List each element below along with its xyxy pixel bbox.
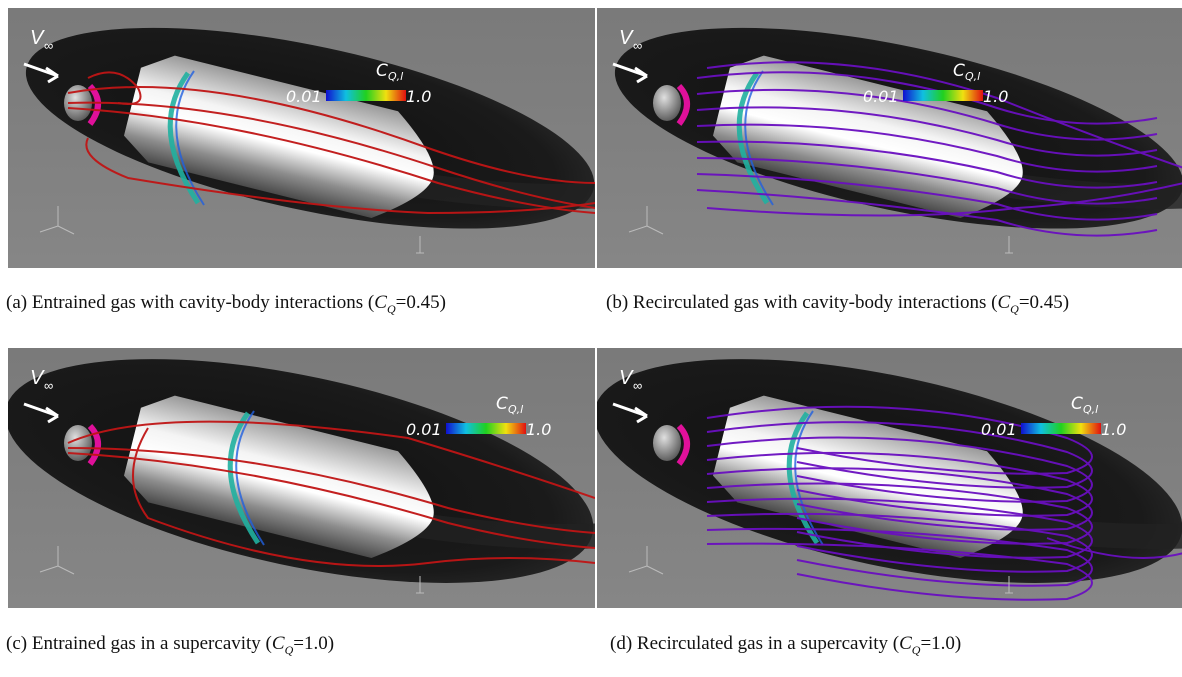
flow-arrow-icon <box>612 62 648 84</box>
velocity-subscript: ∞ <box>633 38 642 53</box>
colorbar <box>446 423 526 434</box>
caption-a: (a) Entrained gas with cavity-body inter… <box>6 292 446 316</box>
streamlines <box>67 420 595 567</box>
flow-arrow-icon <box>23 62 59 84</box>
body-cylinder <box>712 395 1023 558</box>
colorbar <box>903 90 983 101</box>
axes-triad-icon <box>628 546 1013 594</box>
injection-ring <box>676 83 690 126</box>
colorbar-max-label: 1.0 <box>1101 420 1126 439</box>
cavitator <box>64 425 92 461</box>
cavitator <box>653 85 681 121</box>
velocity-subscript: ∞ <box>44 38 53 53</box>
caption-c: (c) Entrained gas in a supercavity (CQ=1… <box>6 633 335 657</box>
velocity-label: V <box>619 367 634 389</box>
injection-ring <box>87 423 101 466</box>
concentration-isosurface <box>736 71 770 205</box>
velocity-subscript: ∞ <box>633 378 642 393</box>
colorbar-subscript: Q,l <box>388 70 403 83</box>
body-cylinder <box>712 55 1023 218</box>
colorbar-title: C <box>953 61 965 81</box>
colorbar-subscript: Q,l <box>508 403 523 416</box>
colorbar <box>1021 423 1101 434</box>
axes-triad-icon <box>628 206 1013 254</box>
colorbar-title: C <box>496 394 508 414</box>
colorbar-min-label: 0.01 <box>863 87 899 106</box>
colorbar-title: C <box>1071 394 1083 414</box>
streamlines <box>706 405 1182 601</box>
colorbar-title: C <box>376 61 388 81</box>
colorbar-max-label: 1.0 <box>983 87 1008 106</box>
velocity-label: V <box>30 27 45 49</box>
velocity-label: V <box>30 367 45 389</box>
concentration-isosurface <box>167 71 201 205</box>
colorbar <box>326 90 406 101</box>
axes-triad-icon <box>39 546 424 594</box>
caption-b: (b) Recirculated gas with cavity-body in… <box>606 292 1070 316</box>
colorbar-subscript: Q,l <box>1083 403 1098 416</box>
concentration-isosurface <box>227 411 261 545</box>
colorbar-min-label: 0.01 <box>981 420 1017 439</box>
colorbar-min-label: 0.01 <box>406 420 442 439</box>
streamlines <box>696 61 1182 237</box>
flow-arrow-icon <box>23 402 59 424</box>
colorbar-subscript: Q,l <box>965 70 980 83</box>
concentration-isosurface <box>786 411 820 545</box>
body-cylinder <box>123 55 434 218</box>
body-cylinder <box>123 395 434 558</box>
colorbar-max-label: 1.0 <box>406 87 431 106</box>
colorbar-min-label: 0.01 <box>286 87 322 106</box>
flow-arrow-icon <box>612 402 648 424</box>
caption-d: (d) Recirculated gas in a supercavity (C… <box>610 633 962 657</box>
velocity-subscript: ∞ <box>44 378 53 393</box>
axes-triad-icon <box>39 206 424 254</box>
injection-ring <box>676 423 690 466</box>
velocity-label: V <box>619 27 634 49</box>
cavitator <box>653 425 681 461</box>
colorbar-max-label: 1.0 <box>526 420 551 439</box>
streamlines <box>67 71 595 215</box>
